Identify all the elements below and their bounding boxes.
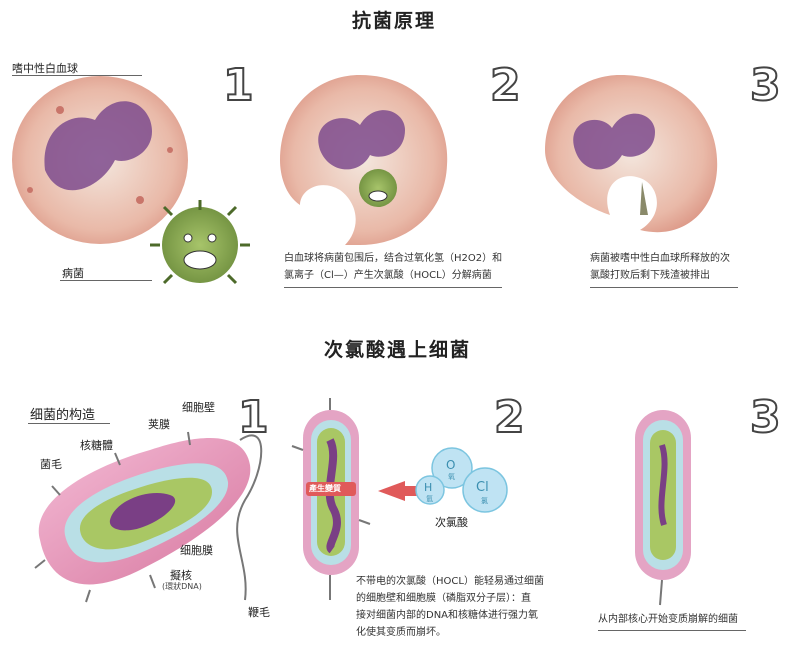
molecule-name: 次氯酸	[435, 514, 468, 530]
s2-step3-caption-underline	[598, 630, 746, 631]
rod-bacterium-3	[635, 410, 691, 605]
bacteria-label-underline	[60, 280, 152, 281]
atom-cl: Cl	[476, 480, 489, 495]
s2-step2-caption-line1: 不带电的次氯酸（HOCL）能轻易通过细菌	[356, 573, 544, 590]
s2-step3-caption: 从内部核心开始变质崩解的细菌	[598, 611, 738, 628]
atom-cl-sub: 氯	[481, 496, 488, 506]
s2-step-number-3: 3	[750, 392, 781, 443]
atom-h: H	[424, 481, 432, 494]
structure-label: 细菌的构造	[30, 404, 95, 423]
part-cell-wall: 细胞壁	[182, 399, 215, 415]
green-bacterium-2	[359, 169, 397, 207]
atom-o-sub: 氧	[448, 472, 455, 482]
s2-step2-caption-line2: 的细胞壁和细胞膜（磷脂双分子层）：直	[356, 590, 544, 607]
part-pili: 菌毛	[40, 456, 62, 472]
step2-caption-line1: 白血球将病菌包围后，结合过氧化氢（H2O2）和	[284, 250, 502, 267]
bacteria-label: 病菌	[62, 265, 84, 281]
step-number-1: 1	[223, 60, 254, 111]
part-nucleoid-sub: (環狀DNA)	[162, 581, 202, 592]
rod-bacterium-2	[292, 398, 370, 600]
bacterium-structure	[35, 432, 261, 602]
atom-h-sub: 氫	[426, 494, 433, 504]
part-ribosome: 核糖體	[80, 437, 113, 453]
neutrophil-cell-1	[12, 76, 188, 244]
step2-caption: 白血球将病菌包围后，结合过氧化氢（H2O2）和 氯离子（Cl—）产生次氯酸（HO…	[284, 250, 502, 284]
step2-caption-underline	[284, 287, 502, 288]
step3-caption-line2: 氯酸打败后剩下残渣被排出	[590, 267, 730, 284]
part-cell-membrane: 细胞膜	[180, 542, 213, 558]
section2-title: 次氯酸遇上细菌	[324, 335, 471, 362]
neutrophil-cell-3	[545, 75, 717, 232]
s2-step-number-1: 1	[238, 392, 269, 443]
neutrophil-cell-2	[280, 75, 447, 245]
s2-step2-caption-line4: 化使其变质而崩坏。	[356, 624, 544, 641]
step-number-3: 3	[750, 60, 781, 111]
step2-caption-line2: 氯离子（Cl—）产生次氯酸（HOCL）分解病菌	[284, 267, 502, 284]
step3-caption-line1: 病菌被嗜中性白血球所释放的次	[590, 250, 730, 267]
step-number-2: 2	[490, 60, 521, 111]
s2-step2-caption-line3: 接对细菌内部的DNA和核糖体进行强力氧	[356, 607, 544, 624]
step3-caption: 病菌被嗜中性白血球所释放的次 氯酸打败后剩下残渣被排出	[590, 250, 730, 284]
structure-label-underline	[28, 423, 110, 424]
part-capsule: 荚膜	[148, 416, 170, 432]
atom-o: O	[446, 458, 455, 472]
change-badge: 產生變質	[309, 483, 341, 494]
s2-step-number-2: 2	[494, 392, 525, 443]
step3-caption-underline	[590, 287, 738, 288]
s2-step2-caption: 不带电的次氯酸（HOCL）能轻易通过细菌 的细胞壁和细胞膜（磷脂双分子层）：直 …	[356, 573, 544, 641]
part-flagellum: 鞭毛	[248, 604, 270, 620]
